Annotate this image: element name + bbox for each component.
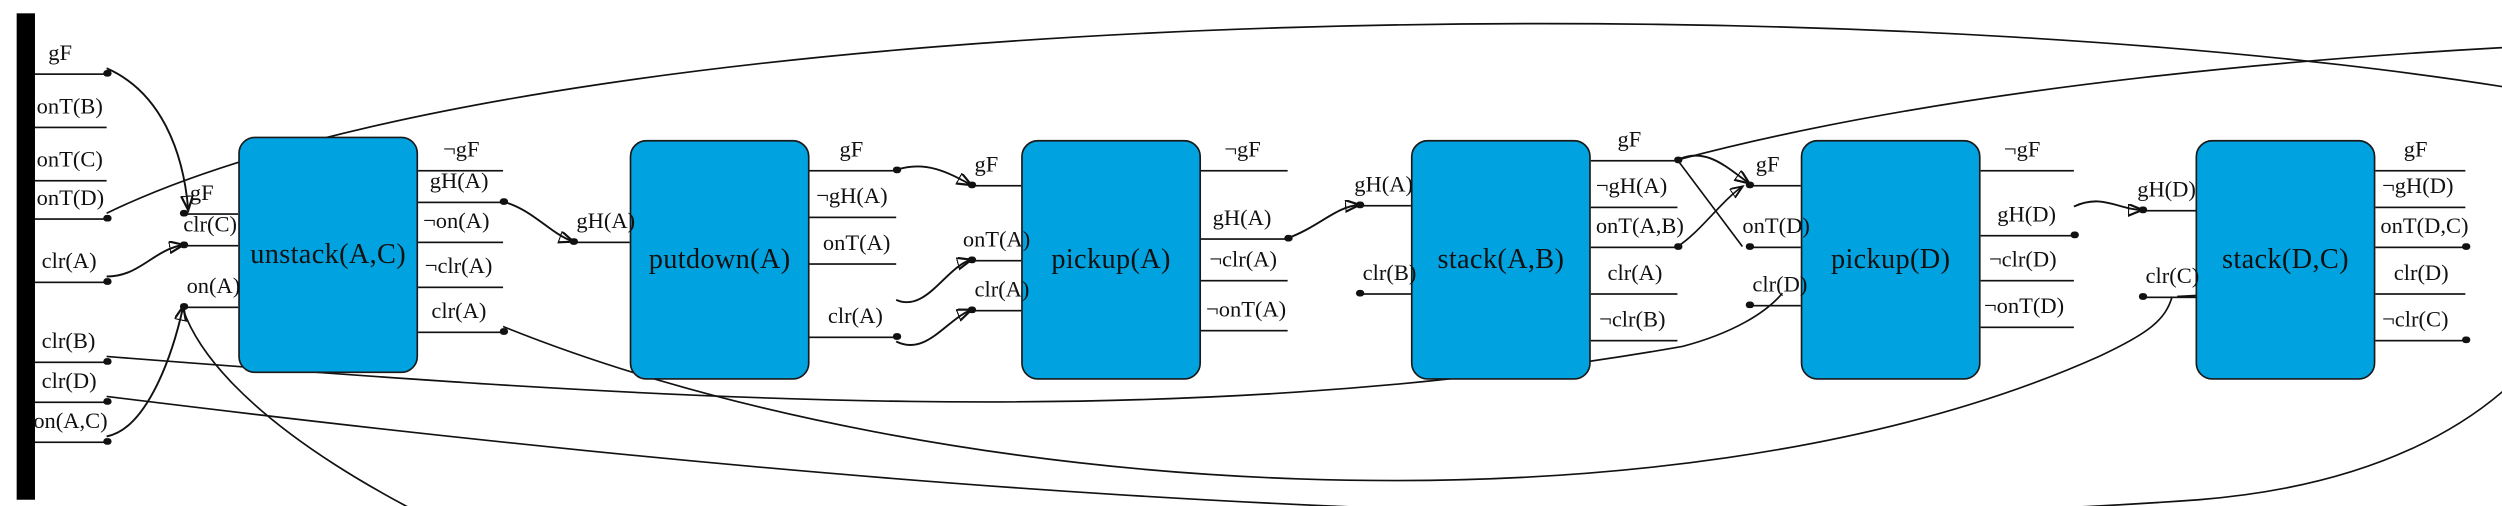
input-label: onT(A)	[962, 226, 1031, 252]
output-label: gH(A)	[1212, 204, 1272, 230]
output-label: ¬clr(B)	[1599, 306, 1666, 332]
action-node-unstack[interactable]: unstack(A,C)	[238, 136, 419, 374]
output-label: ¬onT(D)	[1983, 293, 2065, 319]
action-node-stack-dc[interactable]: stack(D,C)	[2195, 139, 2376, 380]
output-label: ¬gF	[2003, 136, 2041, 162]
output-label: ¬onT(A)	[1206, 296, 1287, 322]
input-label: gH(D)	[2137, 176, 2196, 202]
initial-fact-label: onT(C)	[36, 146, 103, 172]
input-label: clr(C)	[183, 211, 237, 237]
output-label: clr(A)	[827, 303, 883, 329]
output-label: ¬gF	[1224, 136, 1261, 162]
output-label: ¬clr(A)	[1209, 246, 1277, 272]
output-label: ¬gH(A)	[816, 183, 888, 209]
output-label: gH(A)	[429, 168, 489, 194]
output-label: gF	[2403, 136, 2428, 162]
output-label: onT(D,C)	[2380, 213, 2469, 239]
output-label: onT(A)	[822, 229, 891, 255]
input-label: gH(A)	[1354, 171, 1413, 197]
output-label: onT(A,B)	[1595, 213, 1684, 239]
action-node-stack-ab[interactable]: stack(A,B)	[1410, 139, 1591, 380]
initial-fact-label: onT(B)	[36, 93, 103, 119]
input-label: gF	[189, 179, 214, 205]
initial-fact-label: onT(D)	[36, 184, 105, 210]
input-label: on(A)	[186, 273, 241, 299]
input-label: clr(A)	[974, 276, 1030, 302]
action-label: pickup(D)	[1830, 243, 1951, 275]
output-label: ¬clr(D)	[1988, 246, 2057, 272]
action-label: pickup(A)	[1051, 243, 1171, 275]
initial-state-rail	[16, 13, 35, 500]
initial-fact-label: clr(D)	[41, 368, 97, 394]
output-label: ¬clr(C)	[2382, 306, 2449, 332]
input-label: gH(A)	[576, 208, 636, 234]
output-label: gF	[1617, 126, 1642, 152]
action-label: putdown(A)	[648, 243, 791, 275]
input-label: gF	[1755, 151, 1780, 177]
initial-fact-label: clr(B)	[41, 328, 96, 354]
output-label: gF	[839, 136, 864, 162]
input-label: clr(D)	[1752, 271, 1808, 297]
initial-fact-label: gF	[48, 39, 73, 65]
output-label: clr(A)	[431, 298, 487, 324]
output-label: ¬gH(D)	[2382, 173, 2454, 199]
output-label: clr(A)	[1607, 259, 1663, 285]
input-label: gF	[974, 151, 999, 177]
output-label: clr(D)	[2393, 259, 2449, 285]
action-label: unstack(A,C)	[250, 238, 407, 270]
action-label: stack(D,C)	[2222, 243, 2349, 275]
output-label: ¬gF	[443, 136, 480, 162]
action-label: stack(A,B)	[1437, 243, 1565, 275]
action-node-pickup-a[interactable]: pickup(A)	[1021, 139, 1202, 380]
output-label: ¬clr(A)	[424, 253, 493, 279]
output-label: ¬on(A)	[423, 208, 490, 234]
input-label: onT(D)	[1742, 213, 1810, 239]
output-label: ¬gH(A)	[1595, 173, 1668, 199]
action-node-putdown[interactable]: putdown(A)	[629, 139, 810, 380]
input-label: clr(B)	[1362, 259, 1417, 285]
output-label: gH(D)	[1997, 201, 2056, 227]
input-label: clr(C)	[2145, 263, 2200, 289]
action-node-pickup-d[interactable]: pickup(D)	[1800, 139, 1981, 380]
initial-fact-label: clr(A)	[41, 248, 97, 274]
initial-fact-label: on(A,C)	[33, 408, 108, 434]
